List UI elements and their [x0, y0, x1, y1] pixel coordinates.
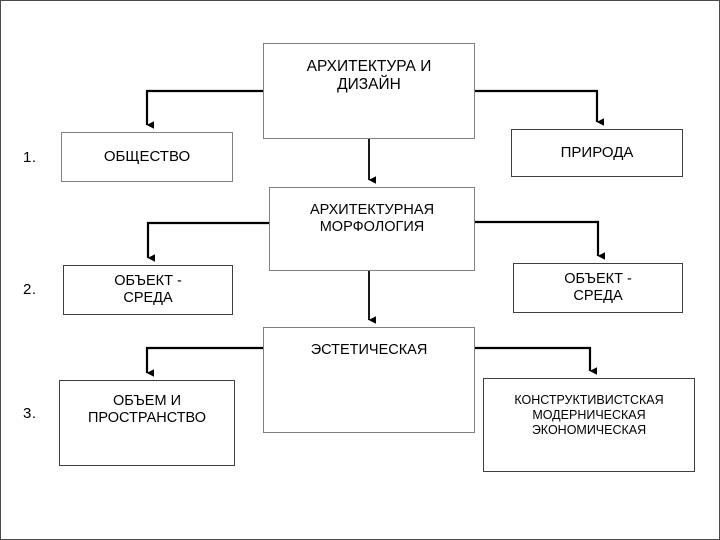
- connector-root-to-society: [145, 89, 263, 129]
- node-object-environment-right: ОБЪЕКТ - СРЕДА: [513, 263, 683, 313]
- node-volume-and-space: ОБЪЕМ И ПРОСТРАНСТВО: [59, 380, 235, 466]
- node-architecture-and-design: АРХИТЕКТУРА И ДИЗАЙН: [263, 43, 475, 139]
- connector-aesthetic-to-volume-space: [145, 346, 263, 377]
- connector-morphology-to-object-env-left: [146, 221, 269, 262]
- node-style-categories: КОНСТРУКТИВИСТСКАЯ МОДЕРНИЧЕСКАЯ ЭКОНОМИ…: [483, 378, 695, 472]
- step-label-1: 1.: [23, 149, 37, 166]
- connector-aesthetic-to-styles: [475, 346, 597, 375]
- connector-root-to-nature: [475, 89, 604, 126]
- connector-morphology-to-object-env-right: [475, 220, 605, 260]
- node-architectural-morphology: АРХИТЕКТУРНАЯ МОРФОЛОГИЯ: [269, 187, 475, 271]
- step-label-2: 2.: [23, 281, 37, 298]
- node-society: ОБЩЕСТВО: [61, 132, 233, 182]
- node-aesthetic: ЭСТЕТИЧЕСКАЯ: [263, 327, 475, 433]
- node-nature: ПРИРОДА: [511, 129, 683, 177]
- step-label-3: 3.: [23, 405, 37, 422]
- node-object-environment-left: ОБЪЕКТ - СРЕДА: [63, 265, 233, 315]
